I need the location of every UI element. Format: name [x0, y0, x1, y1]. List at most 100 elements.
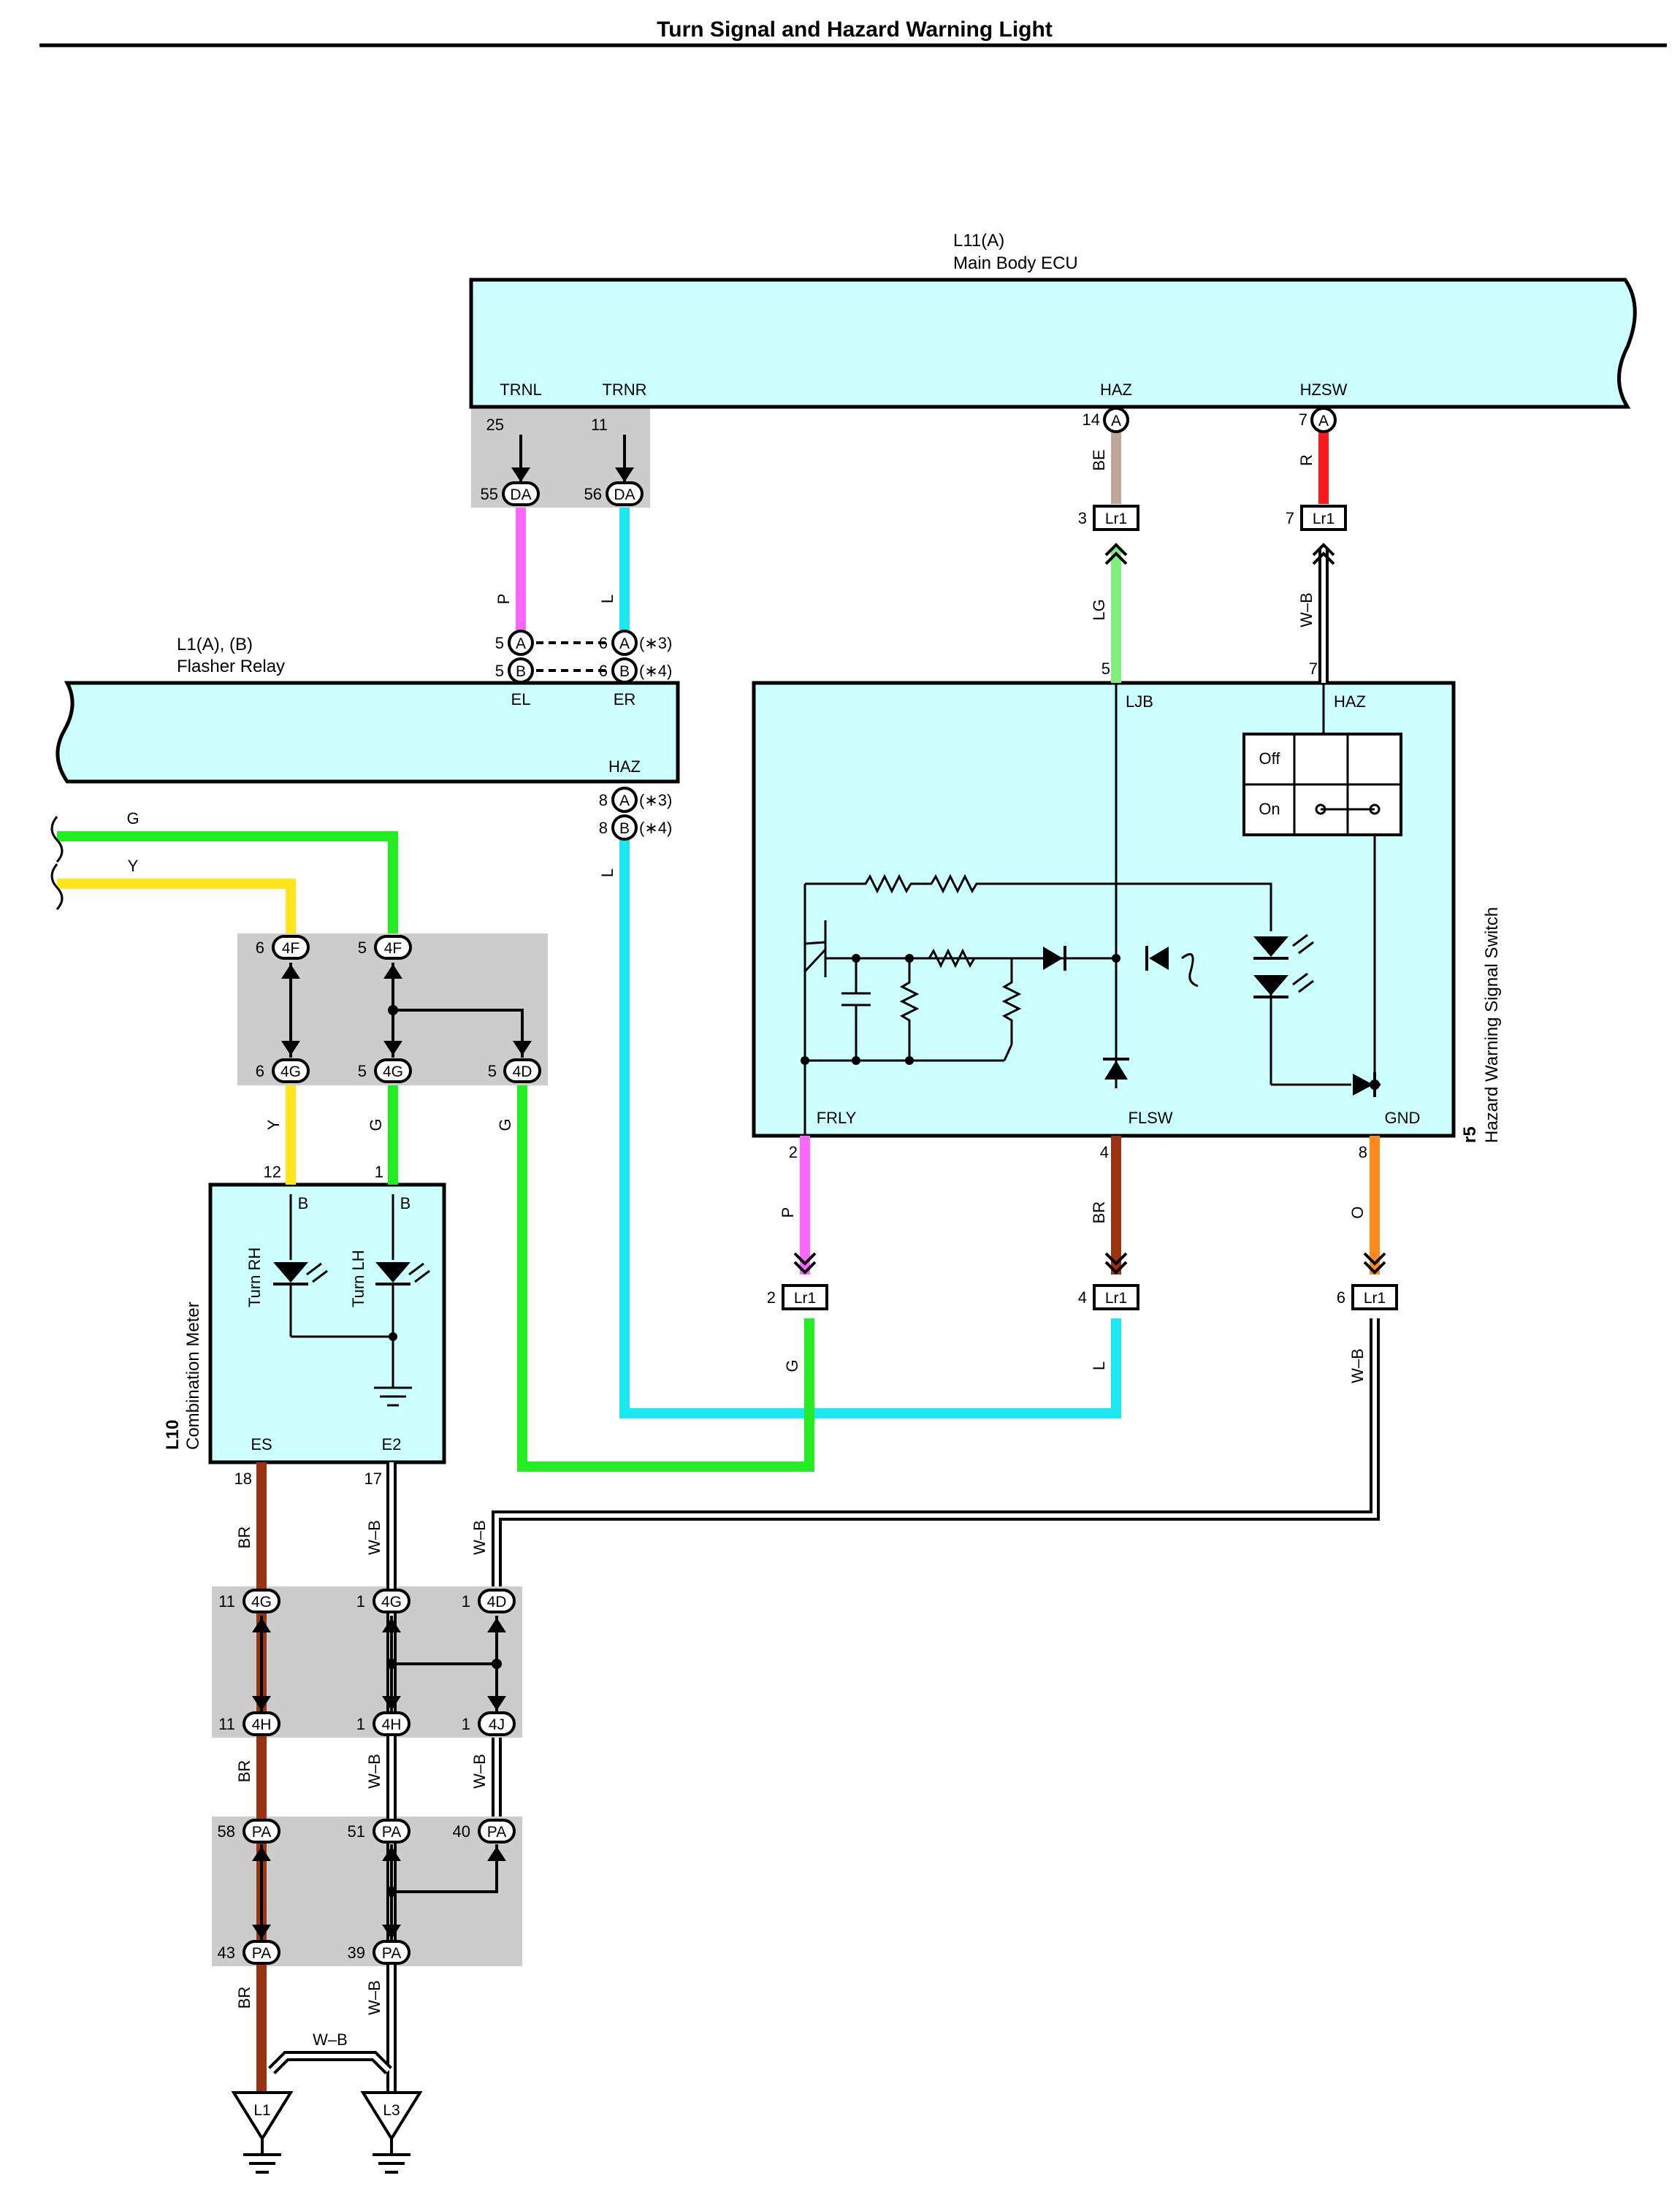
label-text: (∗4): [639, 819, 672, 837]
label-text: W–B: [365, 1754, 383, 1789]
label-text: 5: [488, 1062, 497, 1080]
hazard-warning-switch: LJB HAZ FRLY FLSW GND r5 Hazard Warning …: [752, 681, 1502, 1143]
connector-4f-5: 4F: [384, 940, 402, 957]
switch-pin-frly: FRLY: [817, 1109, 857, 1127]
label-text: 11: [218, 1592, 235, 1611]
label-text: G: [496, 1118, 514, 1131]
label-text: G: [783, 1359, 801, 1372]
switch-on-label: On: [1259, 800, 1280, 818]
relay-pin-er: ER: [614, 690, 636, 708]
label-text: (∗3): [639, 634, 672, 652]
label-text: 58: [218, 1822, 235, 1841]
label-text: BR: [235, 1527, 253, 1549]
ecu-name: Main Body ECU: [953, 253, 1078, 273]
meter-pin-b-lh: B: [400, 1194, 411, 1212]
label-text: 5: [358, 939, 367, 957]
switch-name: Hazard Warning Signal Switch: [1482, 907, 1502, 1143]
switch-code: r5: [1460, 1126, 1480, 1143]
switch-pin-flsw: FLSW: [1128, 1109, 1172, 1127]
connector-b-er: B: [619, 663, 630, 680]
connector-a-haz-relay: A: [619, 792, 630, 809]
label-text: 51: [348, 1822, 365, 1841]
label-text: 6: [599, 634, 608, 652]
ground-points: L1 L3: [231, 2091, 423, 2174]
label-text: W–B: [1348, 1348, 1367, 1383]
label-text: 4: [1100, 1143, 1109, 1161]
label-text: W–B: [365, 1980, 383, 2015]
label-text: 55: [481, 485, 498, 503]
wires: [57, 431, 1380, 2093]
ecu-pin-trnr: TRNR: [602, 381, 646, 399]
wire-l-haz: [619, 836, 1121, 1418]
connector-pa-51: PA: [382, 1824, 401, 1841]
label-text: 40: [453, 1822, 470, 1841]
ecu-code: L11(A): [953, 231, 1004, 251]
connector-pa-58: PA: [252, 1824, 271, 1841]
connector-4h-11: 4H: [252, 1716, 272, 1733]
label-text: Y: [264, 1119, 283, 1130]
relay-code: L1(A), (B): [177, 635, 253, 654]
label-text: O: [1348, 1206, 1367, 1218]
label-text: P: [495, 594, 513, 605]
switch-pin-haz: HAZ: [1334, 692, 1366, 711]
switch-pin-gnd: GND: [1385, 1109, 1421, 1127]
label-text: 39: [348, 1944, 365, 1962]
connector-4d-1: 4D: [487, 1594, 507, 1611]
wire-g-4d: [517, 1085, 814, 1472]
connector-a-haz: A: [1111, 413, 1121, 429]
label-text: 14: [1083, 410, 1100, 429]
meter-pin-e2: E2: [382, 1435, 402, 1453]
connector-a-hzsw: A: [1318, 413, 1329, 429]
label-text: (∗4): [639, 662, 672, 680]
ecu-pin-haz: HAZ: [1100, 381, 1132, 399]
wire-color-labels: P L BE R LG W–B L G Y Y G G P BR O G L W…: [126, 449, 1367, 2049]
connector-notes: (∗3) (∗4) (∗3) (∗4): [639, 634, 672, 837]
label-text: 6: [256, 939, 264, 957]
pin-numbers: 25 11 55 56 14 7 3 7 5 7 5 5 6 6 8 8 6 5…: [218, 410, 1367, 1962]
label-text: W–B: [365, 1520, 383, 1555]
label-text: 8: [599, 819, 608, 837]
meter-name: Combination Meter: [183, 1302, 203, 1450]
label-text: 43: [218, 1944, 235, 1962]
connector-lr1-6: Lr1: [1364, 1290, 1386, 1307]
connectors: DA DA A A A B A B A B Lr1 Lr1 Lr1 Lr1 Lr…: [243, 407, 1398, 1965]
label-text: 1: [356, 1715, 365, 1733]
label-text: L: [598, 868, 616, 877]
label-text: W–B: [470, 1754, 489, 1789]
label-text: P: [779, 1207, 797, 1218]
label-text: 56: [584, 485, 602, 503]
label-text: LG: [1090, 599, 1108, 620]
label-text: 1: [356, 1592, 365, 1611]
connector-b-el: B: [516, 663, 526, 680]
label-text: 2: [789, 1143, 798, 1161]
connector-lr1-7: Lr1: [1313, 511, 1335, 527]
connector-4j-1: 4J: [489, 1716, 505, 1733]
label-text: 5: [358, 1062, 367, 1080]
diagram-title: Turn Signal and Hazard Warning Light: [657, 18, 1053, 42]
label-text: 3: [1078, 509, 1087, 527]
label-text: 11: [591, 416, 608, 434]
ecu-pin-hzsw: HZSW: [1300, 381, 1348, 399]
label-text: 8: [599, 791, 608, 809]
label-text: 2: [767, 1288, 776, 1307]
label-text: BR: [1090, 1202, 1108, 1224]
connector-4h-1: 4H: [382, 1716, 402, 1733]
connector-4g-11: 4G: [251, 1594, 272, 1611]
connector-4g-5: 4G: [383, 1063, 403, 1080]
meter-turn-lh: Turn LH: [349, 1250, 367, 1307]
label-text: BR: [235, 1987, 253, 2009]
label-text: G: [367, 1118, 385, 1131]
label-text: BR: [235, 1760, 253, 1783]
meter-turn-rh: Turn RH: [245, 1248, 264, 1307]
connector-da-56: DA: [614, 486, 635, 503]
wire-wb-bridge: [268, 2051, 392, 2074]
flasher-relay: L1(A), (B) Flasher Relay EL ER HAZ: [56, 635, 680, 784]
label-text: G: [126, 809, 139, 828]
label-text: 17: [364, 1470, 382, 1488]
connector-lr1-2: Lr1: [794, 1290, 816, 1307]
label-text: BE: [1090, 449, 1108, 470]
relay-name: Flasher Relay: [177, 657, 285, 676]
ecu-pin-trnl: TRNL: [500, 381, 541, 399]
connector-4d-5: 4D: [513, 1063, 532, 1080]
label-text: L: [598, 595, 616, 603]
